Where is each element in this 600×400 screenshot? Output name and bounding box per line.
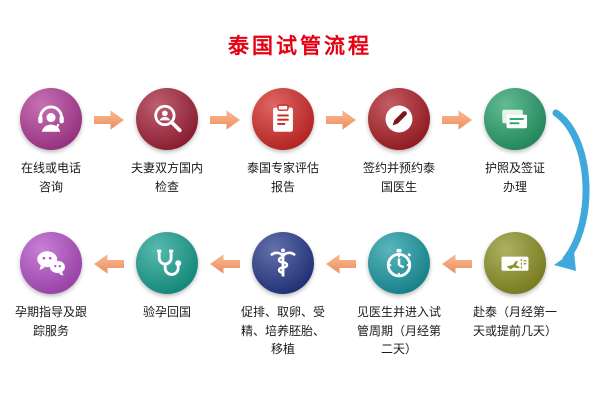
flow-arrow-left-icon [326, 254, 356, 274]
step-circle [136, 88, 198, 150]
headset-icon [38, 105, 64, 132]
step-pregnancy-tracking: 孕期指导及跟 踪服务 [8, 232, 94, 340]
flow-arrow-right-icon [442, 110, 472, 130]
step-circle [136, 232, 198, 294]
step-label: 在线或电话 咨询 [20, 161, 81, 194]
step-sign-appointment: 签约并预约泰 国医生 [356, 88, 442, 196]
curved-flow-arrow-icon [552, 109, 590, 271]
flow-row-top: 在线或电话 咨询 夫妻双方国内 检查 [8, 88, 552, 196]
step-label: 见医生并进入试 管周期（月经第 二天） [356, 305, 441, 357]
flow-arrow-right-icon [210, 110, 240, 130]
stopwatch-icon [386, 248, 412, 278]
step-pregnancy-test-return: 验孕回国 [124, 232, 210, 322]
clipboard-icon [273, 104, 293, 132]
page-title: 泰国试管流程 [228, 34, 372, 58]
flow-row-bottom: 孕期指导及跟 踪服务 验孕回国 [8, 232, 557, 359]
step-label: 护照及签证 办理 [484, 161, 545, 194]
caduceus-icon [270, 248, 296, 277]
step-circle [252, 232, 314, 294]
flow-arrow-left-icon [442, 254, 472, 274]
step-label: 赴泰（月经第一 天或提前几天） [472, 305, 557, 338]
step-circle [368, 232, 430, 294]
step-fly-to-thailand: 赴泰（月经第一 天或提前几天） [472, 232, 558, 340]
step-label: 促排、取卵、受 精、培养胚胎、 移植 [240, 305, 325, 357]
flow-arrow-right-icon [326, 110, 356, 130]
step-circle [20, 88, 82, 150]
pen-sign-icon [385, 105, 413, 133]
flow-arrow-left-icon [94, 254, 124, 274]
step-circle [484, 232, 546, 294]
wechat-icon [37, 251, 66, 276]
step-label: 孕期指导及跟 踪服务 [14, 305, 87, 338]
step-domestic-checkup: 夫妻双方国内 检查 [124, 88, 210, 196]
flow-arrow-right-icon [94, 110, 124, 130]
step-label: 验孕回国 [142, 305, 191, 319]
step-label: 签约并预约泰 国医生 [362, 161, 435, 194]
step-egg-retrieval-transfer: 促排、取卵、受 精、培养胚胎、 移植 [240, 232, 326, 359]
step-passport-visa: 护照及签证 办理 [472, 88, 558, 196]
passport-icon [502, 109, 528, 129]
step-circle [20, 232, 82, 294]
flow-arrow-left-icon [210, 254, 240, 274]
step-label: 泰国专家评估 报告 [246, 161, 319, 194]
step-online-consultation: 在线或电话 咨询 [8, 88, 94, 196]
step-label: 夫妻双方国内 检查 [130, 161, 203, 194]
step-circle [252, 88, 314, 150]
step-expert-evaluation: 泰国专家评估 报告 [240, 88, 326, 196]
step-circle [484, 88, 546, 150]
plane-ticket-icon [501, 256, 529, 271]
stethoscope-icon [157, 249, 182, 276]
step-circle [368, 88, 430, 150]
step-doctor-ivf-cycle: 见医生并进入试 管周期（月经第 二天） [356, 232, 442, 359]
magnifier-person-icon [154, 104, 182, 133]
